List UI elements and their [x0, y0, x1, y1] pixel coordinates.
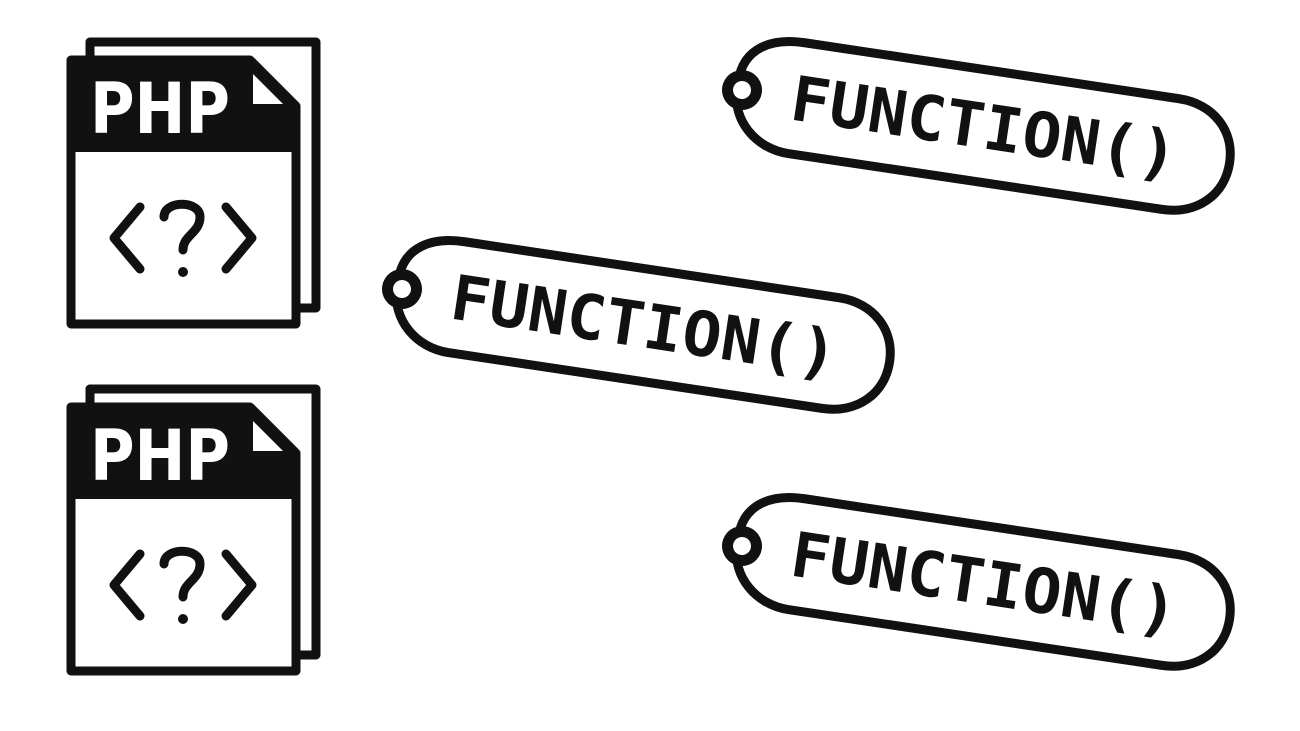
php-file-icon: PHP: [66, 37, 321, 329]
php-file-icon: PHP: [66, 384, 321, 676]
php-tag-icon: [109, 199, 257, 274]
function-tag-icon: FUNCTION(): [382, 236, 895, 414]
php-label: PHP: [90, 68, 230, 150]
function-tag-icon: FUNCTION(): [722, 493, 1235, 671]
function-tag-icon: FUNCTION(): [722, 37, 1235, 215]
php-tag-icon: [109, 546, 257, 621]
php-label: PHP: [90, 415, 230, 497]
